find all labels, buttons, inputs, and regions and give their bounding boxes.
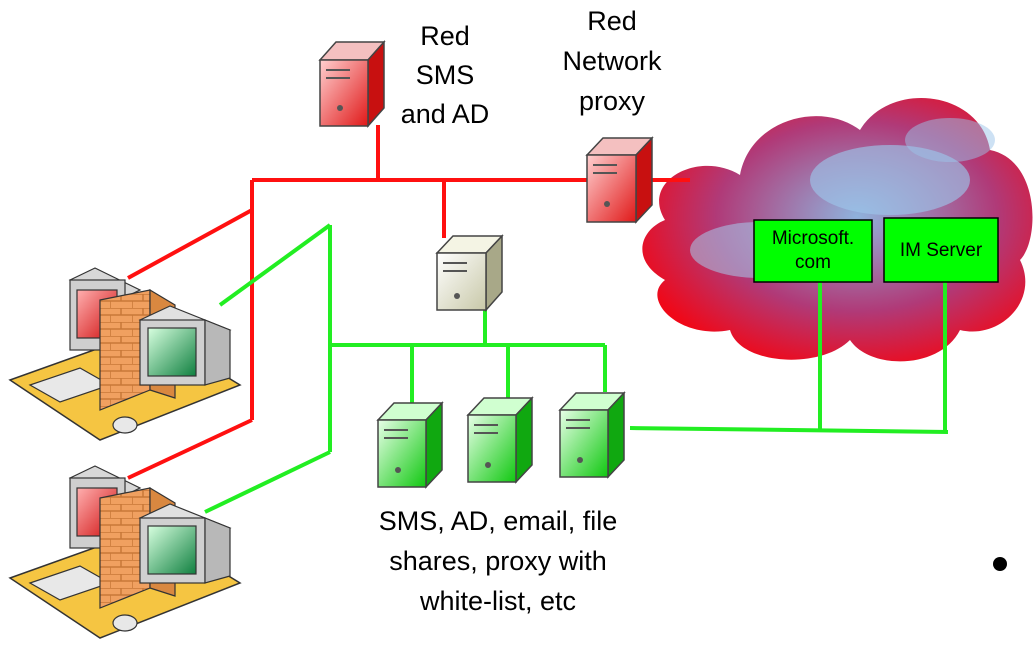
workstation-icon <box>8 267 242 441</box>
green-server-1 <box>376 401 444 489</box>
red-proxy-label-line1: Red <box>587 6 637 36</box>
red-sms-label-line1: Red <box>420 21 470 51</box>
red-sms-label-line3: and AD <box>401 99 490 129</box>
green-servers-label: SMS, AD, email, file shares, proxy with … <box>379 506 618 616</box>
green-servers-label-line3: white-list, etc <box>419 586 576 616</box>
microsoft-com-box: Microsoft. com <box>753 219 873 283</box>
red-proxy-server <box>585 136 654 224</box>
red-proxy-label: Red Network proxy <box>562 6 662 116</box>
im-server-label: IM Server <box>900 240 983 261</box>
red-sms-server <box>318 40 386 128</box>
red-sms-label-line2: SMS <box>416 60 475 90</box>
im-server-box: IM Server <box>883 217 999 283</box>
green-servers-label-line2: shares, proxy with <box>389 546 607 576</box>
bullet-dot <box>993 557 1007 571</box>
microsoft-com-label-line2: com <box>795 252 831 273</box>
green-server-2 <box>466 396 534 484</box>
red-sms-label: Red SMS and AD <box>401 21 490 129</box>
green-servers-label-line1: SMS, AD, email, file <box>379 506 618 536</box>
red-proxy-label-line3: proxy <box>579 86 646 116</box>
microsoft-com-label-line1: Microsoft. <box>772 228 854 249</box>
neutral-server <box>435 234 504 312</box>
green-server-3 <box>558 391 626 479</box>
workstation-icon <box>8 465 242 639</box>
green-network-lines <box>204 223 949 514</box>
red-proxy-label-line2: Network <box>562 46 662 76</box>
